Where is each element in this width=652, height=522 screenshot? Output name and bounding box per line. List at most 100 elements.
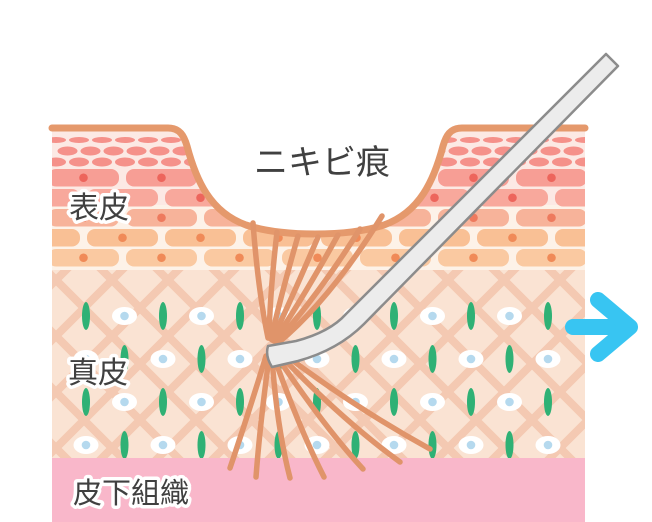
lens-cell: [80, 146, 101, 156]
collagen-fiber: [159, 388, 167, 416]
fiber-strand: [266, 229, 280, 341]
dermis-cell-nucleus: [235, 354, 245, 364]
lens-cell: [115, 157, 135, 167]
cell-nucleus: [157, 173, 166, 183]
cell-nucleus: [79, 213, 88, 223]
cell-nucleus: [586, 233, 595, 242]
dermis-cell-nucleus: [120, 311, 129, 321]
dermis-cell-nucleus: [197, 311, 206, 321]
arrow-right-icon: [565, 292, 638, 362]
lens-cell: [575, 157, 585, 167]
fiber-strand: [253, 355, 272, 480]
collagen-fiber: [544, 388, 552, 416]
collagen-fiber: [197, 431, 206, 459]
dermis-label: 真皮: [68, 357, 128, 390]
epidermis-label: 表皮: [69, 192, 129, 225]
brick-cell: [52, 189, 80, 207]
collagen-fiber: [82, 302, 90, 330]
dermis-cell-nucleus: [158, 440, 168, 450]
fiber-strand: [271, 354, 327, 480]
dermis-cell-nucleus: [543, 440, 553, 450]
lens-cell: [575, 137, 585, 143]
dermis-cell-nucleus: [466, 354, 476, 364]
cell-nucleus: [118, 193, 127, 203]
lens-cell: [52, 137, 66, 143]
lens-cell: [563, 146, 584, 156]
lens-cell: [540, 146, 561, 156]
fiber-strand: [275, 350, 403, 465]
collagen-fiber: [467, 302, 475, 330]
cell-nucleus: [391, 253, 400, 263]
cell-nucleus: [79, 173, 88, 183]
cell-nucleus: [157, 253, 166, 263]
fiber-strand: [227, 353, 269, 471]
subcision-needle-icon: [265, 52, 620, 369]
lens-cell: [460, 157, 480, 167]
lens-cell: [552, 137, 572, 143]
cell-nucleus: [430, 193, 439, 203]
lens-cell: [161, 157, 181, 167]
collagen-fiber: [236, 302, 244, 330]
collagen-fiber: [505, 345, 514, 373]
dermis-cell-nucleus: [466, 440, 476, 450]
brick-cell: [555, 229, 585, 247]
collagen-fiber: [351, 431, 360, 459]
cell-nucleus: [586, 193, 595, 202]
collagen-fiber: [428, 431, 437, 459]
dermis-cell-nucleus: [389, 354, 399, 364]
lens-cell: [115, 137, 135, 143]
lens-cell: [57, 146, 78, 156]
lens-cell: [529, 157, 549, 167]
cell-nucleus: [508, 233, 517, 243]
dermis-cells: [73, 302, 561, 459]
fiber-strand: [273, 352, 366, 472]
cell-nucleus: [235, 253, 244, 263]
dermis-cell-nucleus: [428, 311, 437, 321]
dermis-cell-nucleus: [505, 397, 514, 407]
lens-cell: [149, 146, 170, 156]
scar-fiber-bands: [227, 213, 433, 481]
cell-nucleus: [196, 233, 205, 243]
collagen-fiber: [159, 302, 167, 330]
cell-nucleus: [469, 173, 478, 183]
fiber-strand: [250, 220, 271, 341]
cell-nucleus: [40, 193, 49, 202]
cell-nucleus: [547, 173, 556, 183]
lens-cell: [448, 146, 469, 156]
lens-cell: [52, 157, 66, 167]
cell-nucleus: [118, 233, 127, 243]
brick-cell: [52, 229, 80, 247]
collagen-fiber: [120, 345, 129, 373]
lens-cell: [103, 146, 124, 156]
dermis-cell-nucleus: [158, 354, 168, 364]
collagen-fiber: [390, 388, 398, 416]
collagen-fiber: [428, 345, 437, 373]
cell-nucleus: [196, 193, 205, 203]
fiber-strand: [269, 355, 293, 481]
lens-cell: [69, 137, 89, 143]
collagen-fiber: [120, 431, 129, 459]
dermis-cell-nucleus: [120, 397, 129, 407]
dermis-cell-nucleus: [197, 397, 206, 407]
subcutaneous-label: 皮下組織: [73, 477, 189, 510]
fiber-strand: [275, 213, 385, 346]
cell-nucleus: [313, 253, 322, 263]
cell-nucleus: [508, 193, 517, 203]
cell-nucleus: [469, 253, 478, 263]
lens-cell: [471, 146, 492, 156]
collagen-fiber: [467, 388, 475, 416]
lens-cell: [483, 137, 503, 143]
collagen-fiber: [82, 388, 90, 416]
brick-cell: [555, 189, 585, 207]
scar-label: ニキビ痕: [254, 144, 390, 182]
fiber-strand: [271, 232, 341, 344]
cell-nucleus: [157, 213, 166, 223]
arrow-head: [590, 292, 638, 362]
dermis-cell-nucleus: [389, 440, 399, 450]
collagen-fiber: [197, 345, 206, 373]
dermis-cell-nucleus: [505, 311, 514, 321]
collagen-fiber: [505, 431, 514, 459]
lens-cell: [460, 137, 480, 143]
